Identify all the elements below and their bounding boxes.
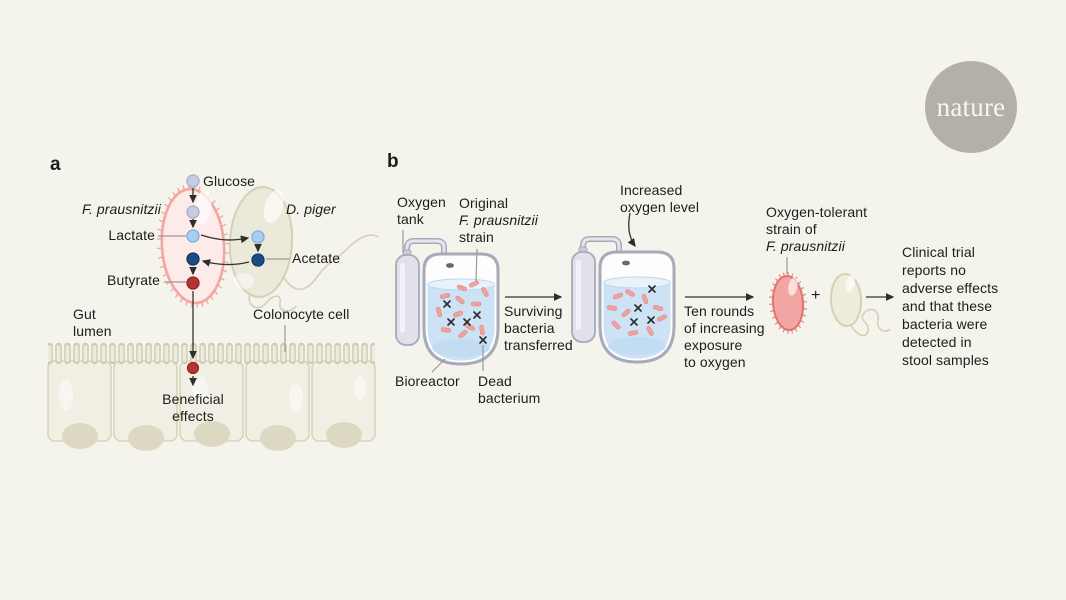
dead-bacteria-marks-1 — [443, 300, 487, 344]
microvilli-brush-border — [48, 342, 375, 368]
butyrate-dot — [186, 276, 200, 290]
clinical-trial-text: Clinical trial reports no adverse effect… — [902, 244, 999, 368]
acetate-label: Acetate — [292, 250, 341, 266]
glucose-dot — [186, 174, 200, 188]
acetate-dot-fp — [186, 252, 200, 266]
oxygen-tolerant-cell — [768, 272, 808, 334]
oxygen-tolerant-label: Oxygen-tolerant strain of F. prausnitzii — [766, 204, 868, 254]
lactate-label: Lactate — [108, 227, 155, 243]
f-prausnitzii-label: F. prausnitzii — [82, 201, 161, 217]
gut-lumen-label: Gut lumen — [73, 306, 112, 339]
butyrate-dot-in-cell — [186, 361, 200, 375]
nature-logo-text: nature — [936, 91, 1006, 122]
leader-lines-b — [402, 230, 788, 373]
increased-oxygen-label: Increased oxygen level — [620, 182, 700, 215]
panel-a-label: a — [50, 154, 61, 175]
dead-bacteria-marks-2 — [630, 285, 656, 326]
nature-logo: nature — [925, 61, 1017, 153]
d-piger-label: D. piger — [286, 201, 336, 217]
original-strain-label: Original F. prausnitzii strain — [459, 195, 538, 245]
surviving-bacteria-label: Surviving bacteria transferred — [504, 303, 573, 353]
lactate-dot-fp — [186, 229, 200, 243]
colonocyte-epithelium — [47, 342, 376, 451]
bioreactor-label: Bioreactor — [395, 373, 460, 389]
live-bacteria-1 — [435, 280, 489, 339]
plus-sign: + — [811, 287, 821, 304]
leader-lines-a — [158, 235, 290, 352]
panel-b-label: b — [387, 151, 399, 172]
glucose-label: Glucose — [203, 173, 256, 189]
f-prausnitzii-cell — [156, 184, 230, 308]
colonocyte-label: Colonocyte cell — [253, 306, 350, 322]
lactate-dot-dp — [251, 230, 265, 244]
ten-rounds-label: Ten rounds of increasing exposure to oxy… — [684, 303, 765, 370]
bioreactor-stage-2 — [571, 236, 676, 364]
d-piger-cell-b — [829, 273, 891, 337]
butyrate-label: Butyrate — [107, 272, 160, 288]
oxygen-tank-label: Oxygen tank — [397, 194, 446, 227]
bioreactor-stage-1 — [395, 238, 500, 366]
glucose-intermediate-dot — [186, 205, 200, 219]
dead-bacterium-label: Dead bacterium — [478, 373, 541, 406]
beneficial-effects-label: Beneficial effects — [162, 391, 224, 424]
metabolite-dots — [186, 174, 265, 375]
live-bacteria-2 — [606, 289, 667, 336]
stage-arrows — [505, 212, 895, 301]
acetate-dot-dp — [251, 253, 265, 267]
pathway-arrows — [189, 188, 262, 387]
